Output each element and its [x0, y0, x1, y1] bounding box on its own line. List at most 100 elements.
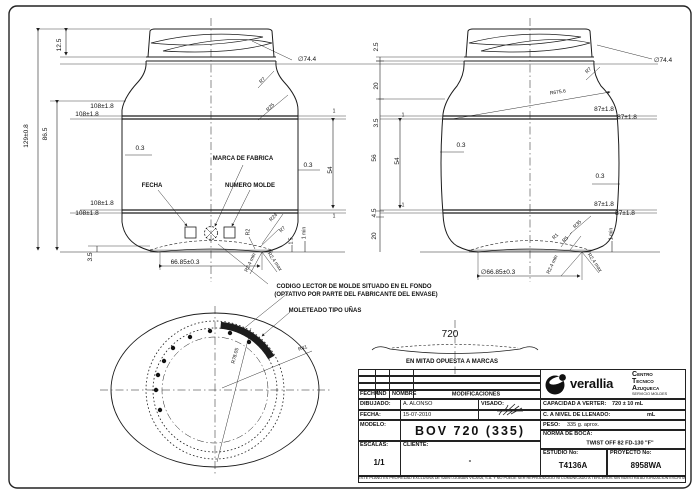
marca-circle — [204, 226, 218, 240]
radius-base: R2 — [245, 228, 252, 236]
visado-label: VISADO: — [481, 401, 504, 407]
estudio-value: T4136A — [558, 461, 588, 470]
row-capacidad — [540, 399, 686, 410]
escalas-value: 1/1 — [373, 458, 385, 467]
mod-row-1 — [358, 369, 541, 376]
capacity-mark: 720 — [441, 329, 459, 340]
proyecto-label: PROYECTO No: — [610, 450, 652, 456]
base-profile-sketch — [371, 320, 539, 374]
norma-value: TWIST OFF 82 FD-130 "F" — [586, 440, 654, 447]
header-ind: IND — [377, 391, 387, 397]
capacidad-label: CAPACIDAD A VERTER: — [543, 401, 607, 407]
fecha-label: FECHA: — [360, 412, 381, 418]
dim-chain-bead: 2.5 — [372, 42, 380, 52]
mod-divider — [389, 369, 390, 399]
visado-signature — [497, 403, 523, 416]
sheet-frame — [8, 5, 692, 489]
mod-row-3 — [358, 383, 541, 390]
mod-divider — [375, 369, 376, 399]
dim-band: 1 — [332, 213, 336, 220]
dim-base-diameter-left: 66.85±0.3 — [170, 258, 200, 266]
cliente-value: - — [468, 456, 472, 465]
dim-base-diameter-right: ∅66.85±0.3 — [480, 268, 516, 276]
fecha-value: 15-07-2010 — [403, 412, 432, 418]
leader-lines — [125, 40, 653, 463]
cliente-label: CLIENTE: — [403, 442, 429, 448]
escalas-label: ESCALAS: — [360, 442, 389, 448]
dim-pushup: 3.5 — [86, 252, 94, 262]
nivel-unit: mL — [647, 412, 656, 418]
note-moleteado: MOLETEADO TIPO UÑAS — [288, 308, 362, 314]
dim-label-height: 54 — [326, 166, 334, 174]
row-peso — [540, 420, 686, 430]
left-jar-outline — [121, 18, 299, 282]
disclaimer-strip — [358, 476, 686, 483]
header-fecha: FECHA — [360, 391, 379, 397]
note-codigo-lector-1: CODIGO LECTOR DE MOLDE SITUADO EN EL FON… — [276, 284, 432, 290]
disclaimer-text: ESTE PLANO ES PROPIEDAD EXCLUSIVA DE SAI… — [358, 476, 686, 481]
dim-panel-diameter-right: 87±1.8 — [617, 113, 637, 121]
dibujado-value: A. ALONSO — [403, 401, 433, 407]
proyecto-value: 8958WA — [630, 461, 662, 470]
dibujado-label: DIBUJADO: — [360, 401, 391, 407]
dim-panel-diameter-right: 87±1.8 — [615, 209, 635, 217]
verallia-logo-icon — [545, 374, 566, 395]
logo-line-tecnico: TECNICO — [632, 378, 654, 385]
callout-marca-de-fabrica: MARCA DE FABRICA — [212, 156, 274, 162]
logo-line-azuqueca: AZUQUECA — [632, 385, 660, 392]
dim-heel-step: 1.5 — [288, 237, 295, 245]
dim-bearing-min: 1 min — [301, 226, 308, 240]
dim-total-height: 129±0.8 — [22, 124, 30, 148]
dim-chain-body: 56 — [370, 154, 378, 162]
knurl-ring-inner — [152, 327, 278, 453]
extension-lines — [38, 28, 658, 280]
logo-line-centro: CENTRO — [632, 371, 653, 378]
header-nombre: NOMBRE — [392, 391, 417, 397]
logo-line-servicio: SERVICIO MOLDES — [632, 392, 668, 396]
dim-chain-label: 54 — [393, 157, 401, 165]
cell-estudio — [540, 449, 607, 476]
dim-bearing-min-right: 1 min — [608, 227, 615, 241]
dim-chain-band-low: 4.5 — [370, 208, 378, 218]
modelo-label: MODELO: — [360, 422, 386, 428]
row-nivel — [540, 410, 686, 420]
note-codigo-lector-2: (OPTATIVO POR PARTE DEL FABRICANTE DEL E… — [274, 292, 438, 298]
dim-wall-step: 0.3 — [135, 144, 145, 152]
estudio-label: ESTUDIO No: — [543, 450, 579, 456]
block-divider — [400, 399, 401, 441]
callout-fecha: FECHA — [141, 183, 163, 189]
dim-wall-step-right: 0.3 — [456, 141, 466, 149]
verallia-wordmark: verallia — [570, 376, 614, 391]
dim-finish-height: 12.5 — [55, 38, 63, 52]
cell-proyecto — [607, 449, 686, 476]
base-profile-caption: EN MITAD OPUESTA A MARCAS — [405, 359, 499, 365]
knurl-ring-outer — [145, 320, 285, 460]
mod-row-2 — [358, 376, 541, 383]
mold-code-dots — [153, 328, 252, 413]
norma-label: NORMA DE BOCA: — [543, 431, 593, 437]
cliente-divider — [400, 441, 401, 476]
dim-panel-diameter-right: 87±1.8 — [594, 105, 614, 113]
dim-band: 1 — [332, 108, 336, 115]
dim-body-height: 86.5 — [41, 127, 49, 141]
knurl-highlight-arc — [220, 321, 275, 360]
peso-label: PESO: — [543, 422, 561, 428]
capacidad-value: 720 ± 10 mL — [612, 401, 644, 407]
visado-divider — [478, 399, 479, 420]
dim-chain-shoulder: 20 — [372, 82, 380, 90]
dim-wall-step: 0.3 — [303, 161, 313, 169]
modelo-value: BOV 720 (335) — [414, 423, 526, 438]
dim-band: 1 — [401, 112, 405, 119]
dim-panel-diameter: 108±1.8 — [75, 209, 99, 217]
nivel-label: C. A NIVEL DE LLENADO: — [543, 412, 611, 418]
dim-panel-diameter-right: 87±1.8 — [594, 200, 614, 208]
peso-value: 335 g. aprox. — [567, 422, 600, 428]
dim-finish-diameter-right: ∅74.4 — [653, 56, 673, 64]
dim-panel-diameter: 108±1.8 — [75, 110, 99, 118]
right-jar-outline — [440, 18, 620, 282]
dim-chain-base: 20 — [370, 232, 378, 240]
dim-wall-step-right: 0.3 — [595, 172, 605, 180]
dim-chain-band: 3.5 — [372, 118, 380, 128]
